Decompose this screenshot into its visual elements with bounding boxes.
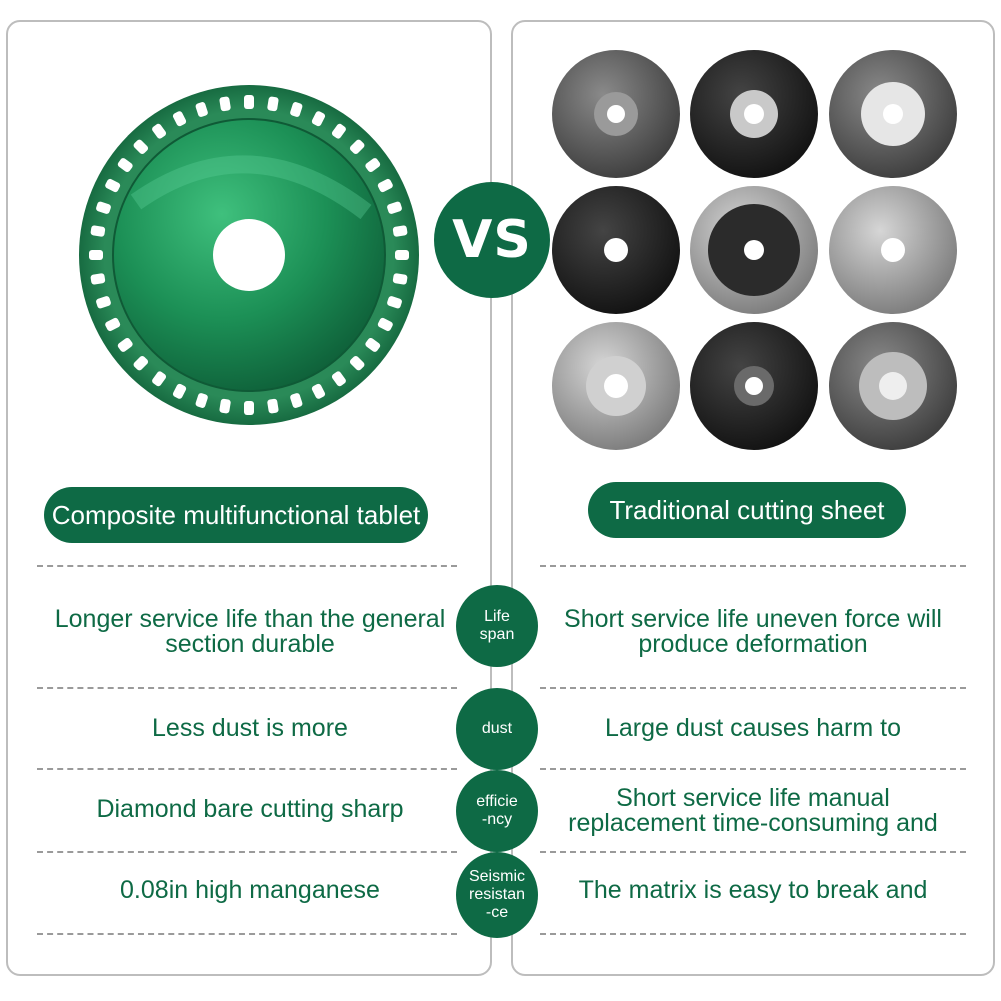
traditional-efficiency-text: Short service life manual replacement ti… <box>548 783 958 839</box>
composite-blade-image <box>79 85 419 425</box>
traditional-label: Traditional cutting sheet <box>588 482 906 538</box>
badge-line: -ce <box>485 904 509 921</box>
lifespan-badge: Life span <box>456 585 538 667</box>
divider <box>37 933 457 935</box>
divider <box>540 851 966 853</box>
divider <box>540 933 966 935</box>
composite-dust-text: Less dust is more <box>40 712 460 744</box>
text-line: Large dust causes harm to <box>605 713 901 742</box>
badge-line: span <box>479 626 515 643</box>
text-line: 0.08in high manganese <box>120 875 380 904</box>
composite-efficiency-text: Diamond bare cutting sharp <box>40 793 460 825</box>
divider <box>37 565 457 567</box>
traditional-sheets-image <box>552 50 957 450</box>
badge-line: Life <box>484 608 510 625</box>
divider <box>540 768 966 770</box>
seismic-badge: Seismic resistan -ce <box>456 852 538 938</box>
badge-line: dust <box>481 720 513 737</box>
text-line: produce deformation <box>638 630 868 658</box>
divider <box>540 565 966 567</box>
composite-lifespan-text: Longer service life than the general sec… <box>40 604 460 660</box>
divider <box>540 687 966 689</box>
text-line: Less dust is more <box>152 713 348 742</box>
traditional-seismic-text: The matrix is easy to break and <box>548 874 958 906</box>
divider <box>37 851 457 853</box>
divider <box>37 768 457 770</box>
text-line: Diamond bare cutting sharp <box>96 794 404 823</box>
dust-badge: dust <box>456 688 538 770</box>
traditional-lifespan-text: Short service life uneven force will pro… <box>548 604 958 660</box>
text-line: Short service life manual <box>616 784 890 812</box>
text-line: section durable <box>165 630 335 658</box>
vs-badge: VS <box>434 182 550 298</box>
badge-line: Seismic <box>468 868 525 885</box>
badge-line: resistan <box>468 886 526 903</box>
text-line: Longer service life than the general <box>54 605 446 633</box>
text-line: Short service life uneven force will <box>564 605 942 633</box>
composite-seismic-text: 0.08in high manganese <box>40 874 460 906</box>
efficiency-badge: efficie -ncy <box>456 770 538 852</box>
badge-line: -ncy <box>481 811 513 828</box>
badge-line: efficie <box>476 793 518 810</box>
text-line: replacement time-consuming and <box>568 809 938 837</box>
composite-label: Composite multifunctional tablet <box>44 487 428 543</box>
traditional-dust-text: Large dust causes harm to <box>548 712 958 744</box>
divider <box>37 687 457 689</box>
text-line: The matrix is easy to break and <box>578 875 928 904</box>
